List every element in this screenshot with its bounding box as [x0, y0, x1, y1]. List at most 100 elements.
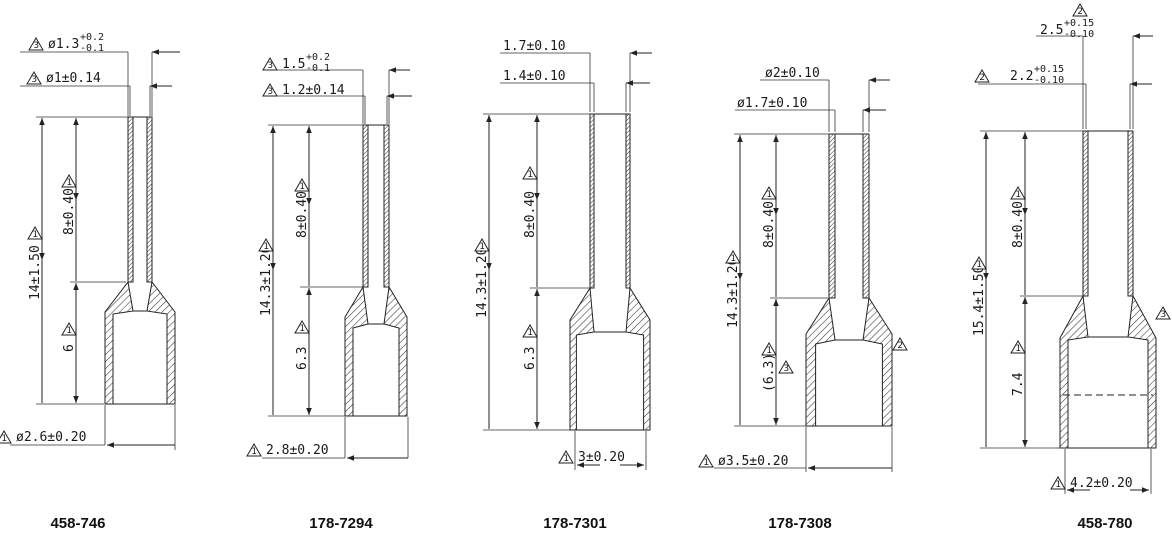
- ferrule-body: [569, 113, 651, 431]
- tube-length-dim: 8±0.40 1: [522, 166, 538, 238]
- revision-mark-icon: 1: [61, 322, 77, 336]
- revision-mark-icon: 3: [26, 71, 42, 85]
- revision-mark-icon: 1: [61, 174, 77, 188]
- tolerance-plus: +0.15: [1064, 18, 1094, 29]
- dimension-value: 15.4±1.50: [972, 266, 987, 336]
- dimension-value: 14±1.50: [28, 245, 43, 300]
- collar-wall-left: [1059, 294, 1089, 449]
- dimension-base-value: 1.5: [282, 57, 305, 72]
- dimension-value: ø1.7±0.10: [737, 96, 807, 111]
- total-length-dim: 14.3±1.201: [474, 238, 490, 318]
- revision-mark-number: 1: [703, 458, 709, 468]
- revision-mark-icon: 1: [725, 250, 741, 264]
- inner-diameter-dim: ø1.7±0.10: [737, 96, 807, 111]
- tolerance-minus: -0.1: [306, 63, 330, 74]
- revision-mark-number: 2: [1077, 7, 1083, 17]
- revision-mark-number: 3: [1160, 310, 1166, 320]
- part-number-label: 458-780: [1077, 515, 1132, 532]
- collar-wall-right: [383, 285, 408, 417]
- collar-wall-left: [569, 286, 595, 431]
- revision-mark-number: 1: [299, 182, 305, 192]
- triangle-shape: [761, 342, 777, 356]
- dimension-value: ø2±0.10: [765, 66, 820, 81]
- revision-mark-number: 1: [527, 170, 533, 180]
- total-length-dim: 14±1.50 1: [27, 226, 43, 300]
- tube-length-dim: 8±0.401: [761, 186, 777, 248]
- triangle-shape: [558, 450, 574, 464]
- part-178-7301: 178-73011.7±0.101.4±0.1014.3±1.2018±0.40…: [474, 39, 652, 532]
- collar-wall-right: [862, 296, 893, 427]
- revision-mark-number: 1: [527, 328, 533, 338]
- dimension-value: 8±0.40: [523, 191, 538, 238]
- revision-mark-icon: 1: [0, 430, 12, 444]
- dimension-value: 1.2±0.14: [282, 83, 345, 98]
- sleeve-length-dim: 61: [61, 322, 77, 352]
- tube-wall-left: [828, 133, 836, 299]
- tube-wall-left: [127, 116, 134, 283]
- triangle-shape: [246, 443, 262, 457]
- triangle-shape: [1155, 306, 1171, 320]
- revision-mark-number: 1: [1015, 190, 1021, 200]
- dimension-value: 3±0.20: [578, 450, 625, 465]
- tube-wall-right: [1127, 130, 1134, 297]
- sleeve-length-dim: 7.41: [1010, 340, 1026, 396]
- triangle-shape: [27, 226, 43, 240]
- revision-mark-icon: 3: [262, 57, 278, 71]
- tube-length-dim: 8±0.401: [1010, 186, 1026, 248]
- dimension-value: ø3.5±0.20: [718, 454, 788, 469]
- total-length-dim: 15.4±1.501: [971, 256, 987, 336]
- dimension-value: 14.3±1.20: [259, 246, 274, 316]
- tube-wall-left: [589, 113, 595, 289]
- outer-diameter-dim: ø2±0.10: [765, 66, 820, 81]
- triangle-shape: [971, 256, 987, 270]
- ferrule-body: [805, 133, 893, 427]
- dimension-value: ø1±0.14: [46, 71, 101, 86]
- revision-mark-number: 3: [783, 364, 789, 374]
- revision-mark-number: 1: [1, 434, 7, 444]
- revision-mark-number: 1: [1015, 344, 1021, 354]
- revision-mark-icon: 2: [892, 337, 908, 351]
- part-number-label: 458-746: [50, 515, 105, 532]
- collar-wall-right: [625, 286, 651, 431]
- revision-mark-icon: 2: [1072, 3, 1088, 17]
- revision-mark-icon: 3: [1155, 306, 1171, 320]
- dimension-value: 8±0.40: [1011, 201, 1026, 248]
- tube-wall-left: [1082, 130, 1089, 297]
- collar-wall-right: [146, 280, 176, 405]
- revision-mark-icon: 1: [294, 320, 310, 334]
- revision-mark-icon: 1: [294, 178, 310, 192]
- revision-mark-icon: 1: [971, 256, 987, 270]
- triangle-shape: [974, 69, 990, 83]
- revision-mark-number: 1: [32, 230, 38, 240]
- triangle-shape: [725, 250, 741, 264]
- revision-mark-number: 1: [976, 260, 982, 270]
- triangle-shape: [294, 178, 310, 192]
- collar-diameter-dim: 1 ø3.5±0.20: [698, 454, 788, 469]
- ferrule-body: [104, 116, 176, 405]
- revision-mark-icon: 3: [262, 83, 278, 97]
- dimension-value: 2.8±0.20: [266, 443, 329, 458]
- dimension-value: ø2.6±0.20: [16, 430, 86, 445]
- triangle-shape: [1010, 340, 1026, 354]
- triangle-shape: [698, 454, 714, 468]
- triangle-shape: [0, 430, 12, 444]
- revision-mark-icon: 1: [522, 166, 538, 180]
- dimension-base-value: 2.2: [1010, 69, 1033, 84]
- revision-mark-number: 2: [979, 73, 985, 83]
- triangle-shape: [892, 337, 908, 351]
- dimension-value: 1.7±0.10: [503, 39, 566, 54]
- revision-mark-icon: 1: [246, 443, 262, 457]
- triangle-shape: [778, 360, 794, 374]
- dimension-value: 4.2±0.20: [1070, 476, 1133, 491]
- revision-mark-number: 1: [1055, 480, 1061, 490]
- triangle-shape: [1072, 3, 1088, 17]
- dimension-value: 14.3±1.20: [726, 258, 741, 328]
- tolerance-plus: +0.2: [80, 32, 104, 43]
- revision-mark-number: 1: [251, 447, 257, 457]
- collar-wall-left: [344, 285, 369, 417]
